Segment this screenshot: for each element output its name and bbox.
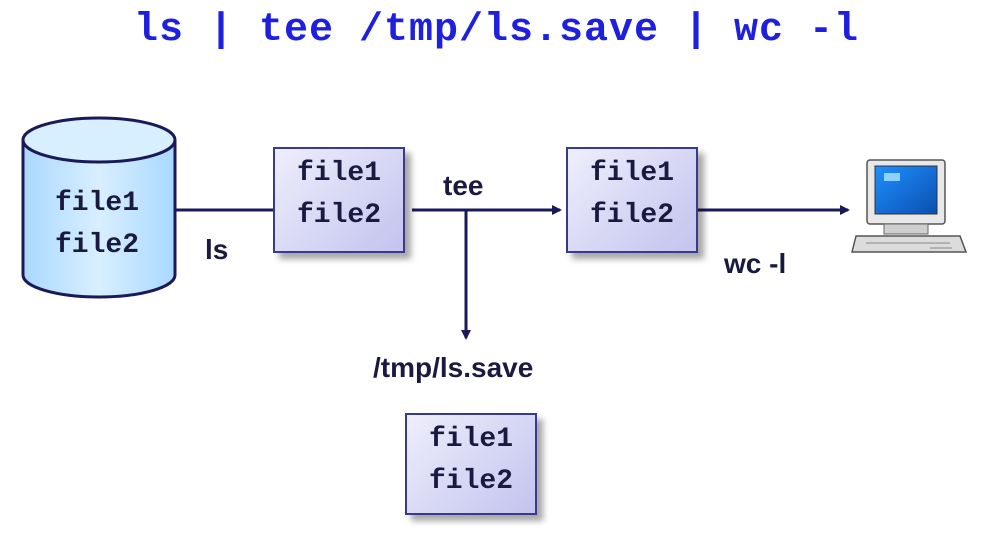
saved-file-box: file1 file2 <box>405 413 537 515</box>
saved-file-entry: file1 <box>428 424 513 455</box>
ls-output-entry: file1 <box>296 158 381 189</box>
disk-cylinder-icon <box>21 116 177 299</box>
ls-output-box: file1 file2 <box>273 147 405 253</box>
tee-label: tee <box>443 170 484 201</box>
disk-file-entry: file1 <box>55 188 140 219</box>
wc-label: wc -l <box>724 248 787 279</box>
tee-output-box: file1 file2 <box>566 147 698 253</box>
tee-output-entry: file1 <box>589 158 674 189</box>
ls-output-entry: file2 <box>296 200 381 231</box>
disk-file-list: file1 file2 <box>55 183 139 267</box>
save-path-label: /tmp/ls.save <box>373 352 534 383</box>
saved-file-entry: file2 <box>428 466 513 497</box>
computer-terminal-icon <box>851 159 968 253</box>
ls-label: ls <box>205 234 229 265</box>
disk-file-entry: file2 <box>55 230 140 261</box>
diagram-title: ls | tee /tmp/ls.save | wc -l <box>133 8 860 53</box>
tee-output-entry: file2 <box>589 200 674 231</box>
